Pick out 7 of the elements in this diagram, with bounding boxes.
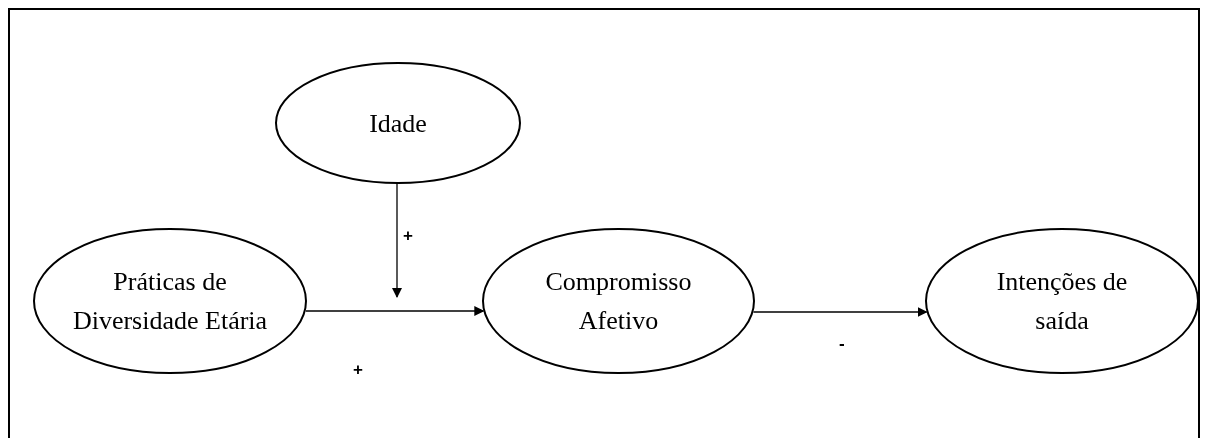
node-label: Compromisso Afetivo — [544, 266, 693, 337]
node-label: Práticas de Diversidade Etária — [71, 266, 269, 337]
arrow — [305, 306, 485, 316]
arrow — [752, 307, 928, 317]
node-label: Idade — [369, 107, 427, 140]
arrow — [392, 183, 402, 298]
node-label: Intenções de saída — [995, 266, 1129, 337]
